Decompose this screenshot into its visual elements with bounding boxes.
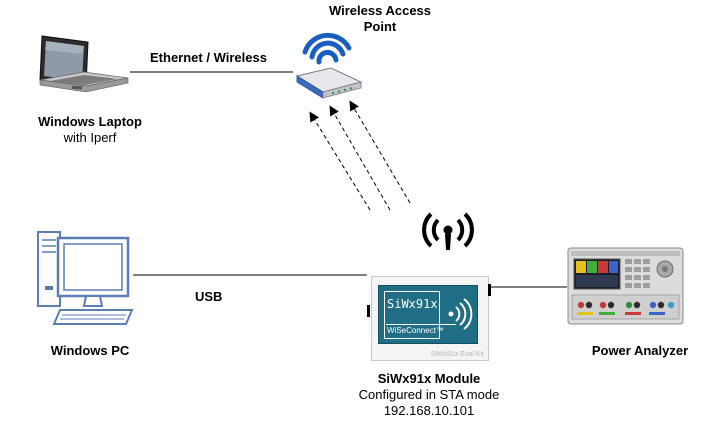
board-label-panel: SiWx91x WiSeConnect™ bbox=[378, 285, 478, 344]
pc-title: Windows PC bbox=[50, 343, 130, 358]
board-connector-left bbox=[367, 305, 370, 317]
laptop-icon bbox=[39, 35, 129, 93]
board-logo-frame bbox=[384, 291, 440, 339]
laptop-title: Windows Laptop bbox=[38, 114, 142, 129]
nfc-wave-icon bbox=[445, 294, 475, 334]
board-brand-text: SiWx91x bbox=[387, 297, 438, 311]
board-footer-text: SiWx91x Eval Kit bbox=[430, 351, 484, 358]
ap-title-line1: Wireless Access bbox=[328, 3, 432, 18]
dev-board-icon: SiWx91x WiSeConnect™ SiWx91x Eval Kit bbox=[371, 276, 489, 361]
wireless-arrow-1 bbox=[309, 111, 371, 211]
analyzer-title: Power Analyzer bbox=[591, 343, 689, 358]
desktop-pc-icon bbox=[37, 231, 134, 325]
link-label-pc-module: USB bbox=[195, 289, 223, 304]
board-connector-right bbox=[488, 284, 491, 296]
module-mode: Configured in STA mode bbox=[358, 387, 500, 402]
module-title: SiWx91x Module bbox=[377, 371, 481, 386]
board-divider bbox=[386, 324, 456, 325]
power-analyzer-icon bbox=[567, 247, 684, 325]
laptop-subtitle: with Iperf bbox=[63, 130, 117, 145]
wireless-arrow-2 bbox=[329, 105, 391, 211]
board-sub-text: WiSeConnect™ bbox=[387, 326, 444, 335]
ap-title-line2: Point bbox=[363, 19, 397, 34]
link-label-laptop-ap: Ethernet / Wireless bbox=[150, 50, 267, 65]
wireless-arrow-3 bbox=[349, 100, 411, 204]
module-ip: 192.168.10.101 bbox=[383, 403, 475, 418]
wireless-signal-icon bbox=[422, 212, 474, 250]
router-icon bbox=[295, 32, 363, 99]
